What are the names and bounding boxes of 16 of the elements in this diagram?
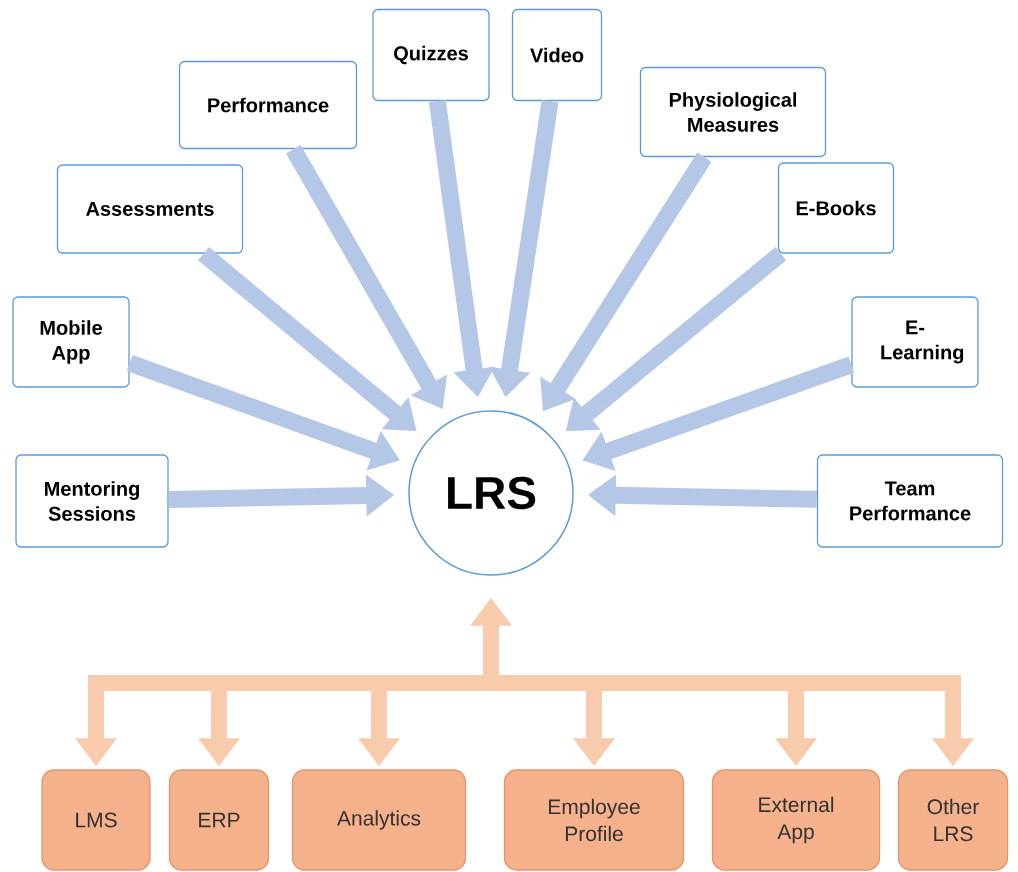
system-box: Analytics [291,769,467,871]
source-box: Physiological Measures [639,66,827,158]
source-box: Video [511,8,603,102]
source-box: Mobile App [12,296,130,388]
system-box: Employee Profile [503,769,685,871]
source-box: Assessments [56,164,244,254]
source-box: Team Performance [816,454,1004,548]
source-box: Performance [178,60,358,150]
system-box: External App [711,769,881,871]
system-box: LMS [41,769,151,871]
source-box: E-Books [777,162,895,254]
system-box: ERP [168,769,270,871]
system-box: Other LRS [897,769,1009,871]
source-box: Mentoring Sessions [15,454,169,548]
source-box: Quizzes [372,8,490,102]
source-box: E-Learning [851,296,979,388]
